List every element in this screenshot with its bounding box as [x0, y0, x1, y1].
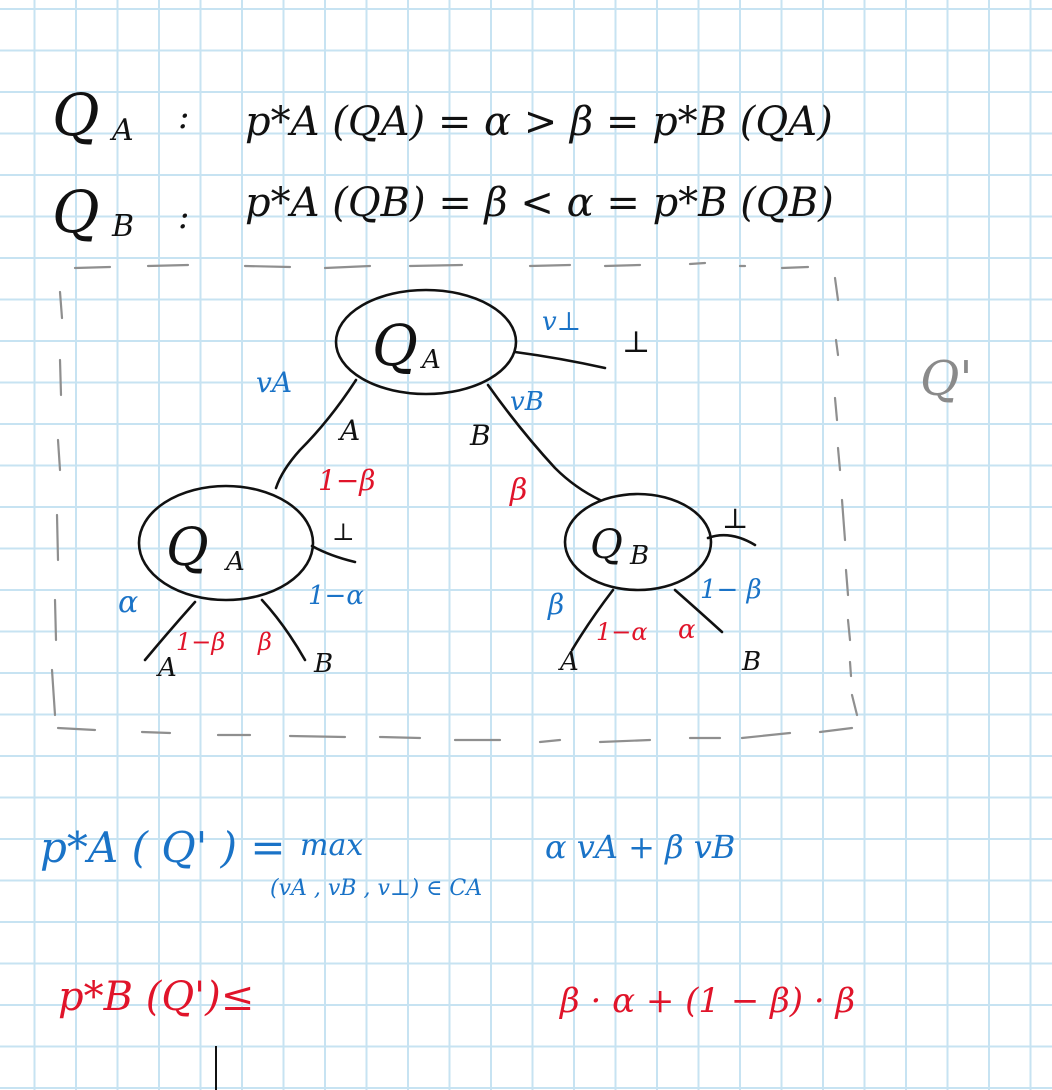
node-left-sub: A: [224, 547, 245, 577]
line1-lhs: Q: [52, 81, 100, 149]
edge-root-left: [274, 378, 358, 490]
pA-lhs: p*A ( Q' ) =: [40, 823, 286, 872]
label-vA: vA: [256, 366, 292, 399]
pA-domain: (vA , vB , v⊥) ∈ CA: [270, 876, 482, 901]
line1-lhs-sub: A: [109, 113, 134, 148]
node-right-sub: B: [629, 541, 649, 571]
node-root-label: Q: [372, 314, 418, 379]
label-left-one-minus-beta: 1−β: [176, 628, 225, 656]
line2-lhs: Q: [52, 178, 100, 246]
label-left-bot: ⊥: [332, 518, 355, 546]
box-label: Q': [920, 351, 973, 407]
line1-expr: p*A (QA) = α > β = p*B (QA): [245, 99, 833, 145]
pB-rhs: β · α + (1 − β) · β: [558, 981, 855, 1021]
dashed-box: Q': [50, 261, 973, 744]
edge-left-A: [143, 600, 197, 662]
edge-root-bot: [513, 350, 607, 370]
edge-labels-red: 1−β β 1−β β 1−α α: [176, 464, 696, 656]
edge-left-B: [260, 598, 307, 662]
label-root-A: A: [337, 414, 360, 447]
label-left-one-minus-alpha: 1−α: [308, 581, 364, 611]
label-vB: vB: [510, 387, 544, 417]
node-left-label: Q: [166, 518, 209, 578]
label-right-A: A: [558, 647, 579, 677]
label-left-A: A: [156, 653, 177, 683]
edge-labels-black: A B ⊥ ⊥ ⊥ A B A B: [156, 325, 761, 683]
line2-expr: p*A (QB) = β < α = p*B (QB): [245, 180, 834, 226]
pB-lhs: p*B (Q')≤: [58, 974, 254, 1020]
line2-lhs-sub: B: [111, 209, 134, 244]
label-right-alpha: α: [678, 615, 696, 645]
line2-colon: :: [178, 197, 189, 237]
edge-right-B: [673, 588, 724, 634]
label-left-B: B: [313, 649, 333, 679]
header-line-2: Q B : p*A (QB) = β < α = p*B (QB): [52, 178, 834, 246]
label-right-one-minus-alpha: 1−α: [596, 618, 648, 646]
label-right-B: B: [741, 647, 761, 677]
header-line-1: Q A : p*A (QA) = α > β = p*B (QA): [52, 81, 833, 149]
node-root-sub: A: [420, 345, 441, 375]
label-root-beta: β: [509, 473, 527, 508]
label-vbot: v⊥: [542, 307, 581, 337]
edge-labels-blue: vA v⊥ vB α 1−α β 1− β: [118, 307, 762, 621]
node-left: Q A: [137, 484, 315, 602]
label-right-one-minus-beta: 1− β: [700, 575, 762, 605]
label-root-one-minus-beta: 1−β: [318, 464, 375, 497]
formula-pB: p*B (Q')≤ β · α + (1 − β) · β: [58, 974, 855, 1021]
label-root-B: B: [469, 419, 491, 452]
pA-max: max: [300, 828, 363, 863]
edge-right-bot: [706, 533, 757, 547]
edge-left-bot: [310, 544, 357, 564]
line1-colon: :: [178, 97, 189, 137]
pA-rhs: α vA + β vB: [545, 828, 735, 866]
label-left-alpha: α: [118, 585, 138, 620]
node-right: Q B: [563, 492, 713, 592]
edge-root-right: [486, 383, 602, 502]
tree-edges: [143, 350, 757, 662]
label-left-beta: β: [257, 628, 272, 656]
edge-right-A: [570, 588, 615, 652]
label-right-bot: ⊥: [722, 502, 748, 535]
label-right-beta: β: [547, 588, 564, 621]
label-root-bot: ⊥: [622, 325, 650, 360]
node-root: Q A: [334, 288, 518, 396]
node-right-label: Q: [590, 522, 623, 568]
formula-pA: p*A ( Q' ) = max (vA , vB , v⊥) ∈ CA α v…: [40, 823, 735, 901]
